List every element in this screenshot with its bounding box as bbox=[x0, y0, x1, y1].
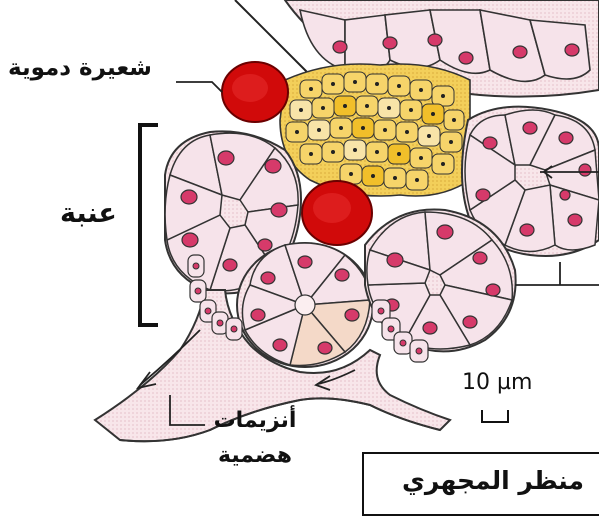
caption-text: منظر المجهري bbox=[402, 466, 584, 495]
acinus-center bbox=[237, 243, 373, 367]
islet-cluster bbox=[280, 64, 470, 196]
label-digestive-enzymes-line2: هضمية bbox=[210, 443, 300, 468]
blood-cell-lower bbox=[302, 181, 372, 245]
caption-box: منظر المجهري bbox=[362, 452, 599, 516]
label-digestive-enzymes-line1: أنزيمات bbox=[210, 408, 300, 433]
acinus-bracket bbox=[140, 125, 158, 325]
label-blood-capillary: شعيرة دموية bbox=[8, 55, 152, 81]
label-acinus: عنبة bbox=[60, 198, 117, 229]
label-scale: 10 µm bbox=[462, 370, 532, 395]
capillary-pointer-line bbox=[176, 82, 222, 92]
blood-cell-upper bbox=[222, 62, 288, 122]
scale-bar bbox=[482, 410, 508, 422]
